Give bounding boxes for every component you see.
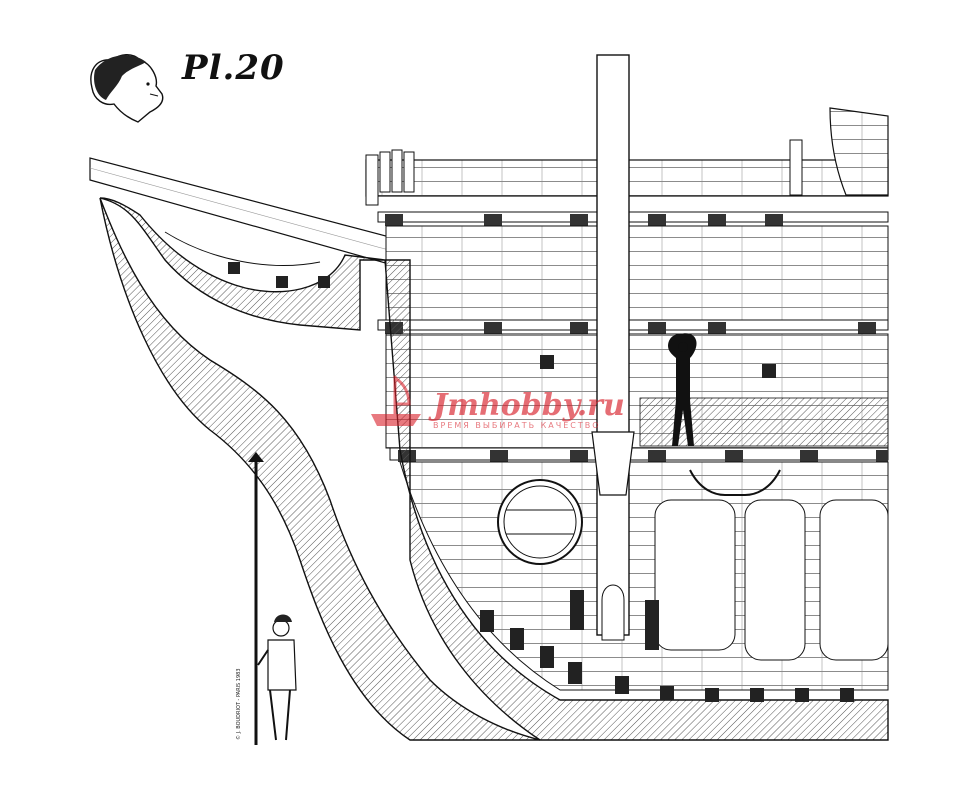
watermark-tagline: ВРЕМЯ ВЫБИРАТЬ КАЧЕСТВО (433, 421, 601, 430)
barrel-icon (497, 479, 583, 565)
main-mast (591, 54, 635, 641)
watermark: Jmhobby.ru ВРЕМЯ ВЫБИРАТЬ КАЧЕСТВО (365, 370, 625, 440)
keel-blocks (480, 590, 854, 702)
stem-knee (99, 197, 889, 741)
sailor-figure-icon (248, 452, 297, 745)
ship-logo-icon (371, 375, 421, 426)
head-portrait-icon (90, 54, 164, 123)
between-deck-planking (385, 225, 889, 449)
watermark-site: Jmhobby.ru (433, 388, 625, 423)
crew-silhouette-icon (668, 333, 697, 446)
plate-number: Pl.20 (182, 48, 285, 88)
copyright-notice: © J. BOUDRIOT - PARIS 1983 (236, 668, 242, 740)
